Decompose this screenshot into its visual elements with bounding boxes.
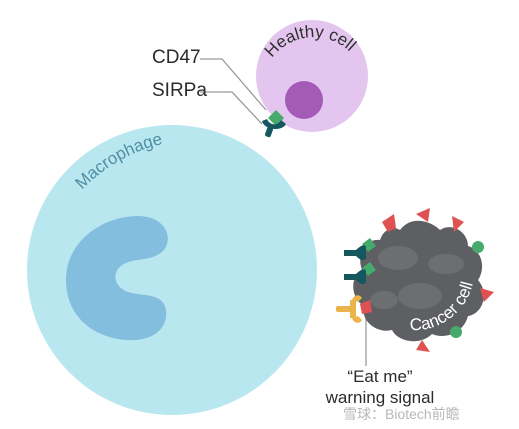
label-leaders [200, 58, 367, 366]
eat-me-marker [416, 208, 430, 222]
eat-me-marker [452, 216, 464, 232]
eat-me-receptor [336, 295, 362, 323]
eat-me-marker [480, 288, 494, 302]
eat-me-marker [360, 300, 372, 314]
sirpa-label: SIRPa [152, 80, 207, 101]
eat-me-receptor-arm [352, 316, 362, 323]
sirpa-receptor [344, 269, 366, 285]
sirpa-leader-line [200, 91, 263, 125]
eat-me-marker [416, 340, 430, 352]
healthy-cell-body [256, 20, 368, 132]
eat-me-marker [382, 214, 396, 232]
eat-me-label: “Eat me” [347, 367, 413, 386]
macrophage: Macrophage [27, 125, 317, 415]
cd47-marker [472, 241, 484, 253]
macrophage-nucleus [66, 216, 168, 341]
eat-me-markers [360, 208, 494, 352]
eat-me-receptor-stalk [336, 306, 352, 312]
sirpa-receptor [262, 119, 286, 130]
cd47-sirpa-complex [262, 110, 286, 138]
macrophage-sirpa-receptors [344, 245, 366, 285]
sirpa-receptor [344, 245, 366, 261]
cd47-label: CD47 [152, 47, 201, 68]
watermark-text: 雪球：Biotech前瞻 [343, 406, 460, 422]
eat-me-receptor-arm [352, 295, 362, 302]
healthy-cell-nucleus [285, 81, 323, 119]
eat-me-receptor-head [350, 300, 356, 318]
cd47-leader-line [200, 58, 267, 111]
sirpa-stalk [265, 126, 273, 138]
cd47-marker [450, 326, 462, 338]
macrophage-body [27, 125, 317, 415]
cancer-cell: Cancer cell [353, 208, 494, 352]
warning-signal-label: warning signal [325, 388, 435, 407]
cancer-cell-texture [370, 246, 464, 309]
